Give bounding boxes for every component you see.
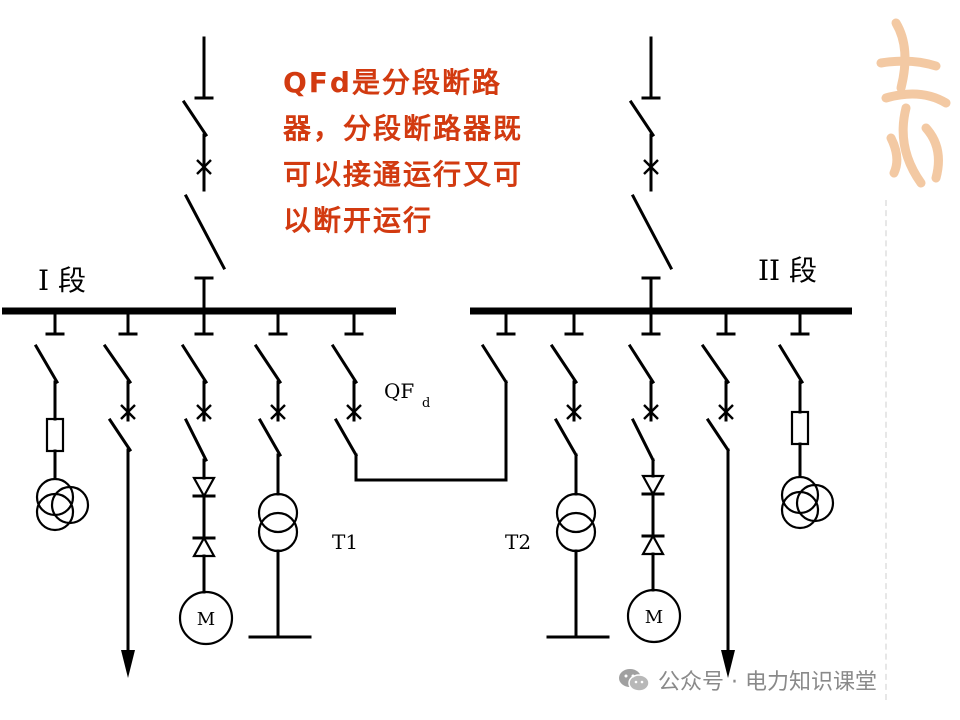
- branch-motor-1: [178, 309, 234, 646]
- branch-transformer-t2: [546, 309, 610, 639]
- annotation-line: QFd是分段断路: [283, 66, 502, 99]
- section-2-label: II 段: [758, 254, 817, 287]
- section-1-label: I 段: [38, 264, 86, 297]
- motor-2-label: M: [645, 607, 663, 628]
- branch-load-2: [700, 309, 736, 678]
- incoming-feeder-1: [181, 36, 227, 313]
- branch-load-1: [102, 309, 138, 678]
- watermark-text: 公众号 · 电力知识课堂: [658, 670, 877, 695]
- incoming-feeder-2: [628, 36, 674, 313]
- annotation-text: QFd是分段断路 器，分段断路器既 可以接通运行又可 以断开运行: [283, 60, 613, 244]
- annotation-line: 以断开运行: [283, 204, 434, 237]
- annotation-line: 可以接通运行又可: [283, 158, 524, 191]
- branch-transformer-t1: [248, 309, 312, 639]
- annotation-line: 器，分段断路器既: [283, 112, 524, 145]
- watermark: 公众号 · 电力知识课堂: [618, 664, 877, 696]
- branch-fuse-transformer-2: [777, 309, 835, 530]
- motor-1-label: M: [197, 609, 215, 630]
- t2-label: T2: [505, 530, 531, 554]
- branch-motor-2: [626, 309, 682, 644]
- qfd-subscript: d: [422, 396, 430, 411]
- bus-section-breaker-qfd: [330, 309, 516, 482]
- page-edge-dashed-line: [885, 200, 887, 700]
- qfd-label: QF: [384, 379, 414, 403]
- decorative-calligraphy: [876, 18, 951, 188]
- t1-label: T1: [332, 530, 358, 554]
- wechat-icon: [619, 669, 650, 692]
- branch-fuse-transformer-1: [33, 309, 90, 532]
